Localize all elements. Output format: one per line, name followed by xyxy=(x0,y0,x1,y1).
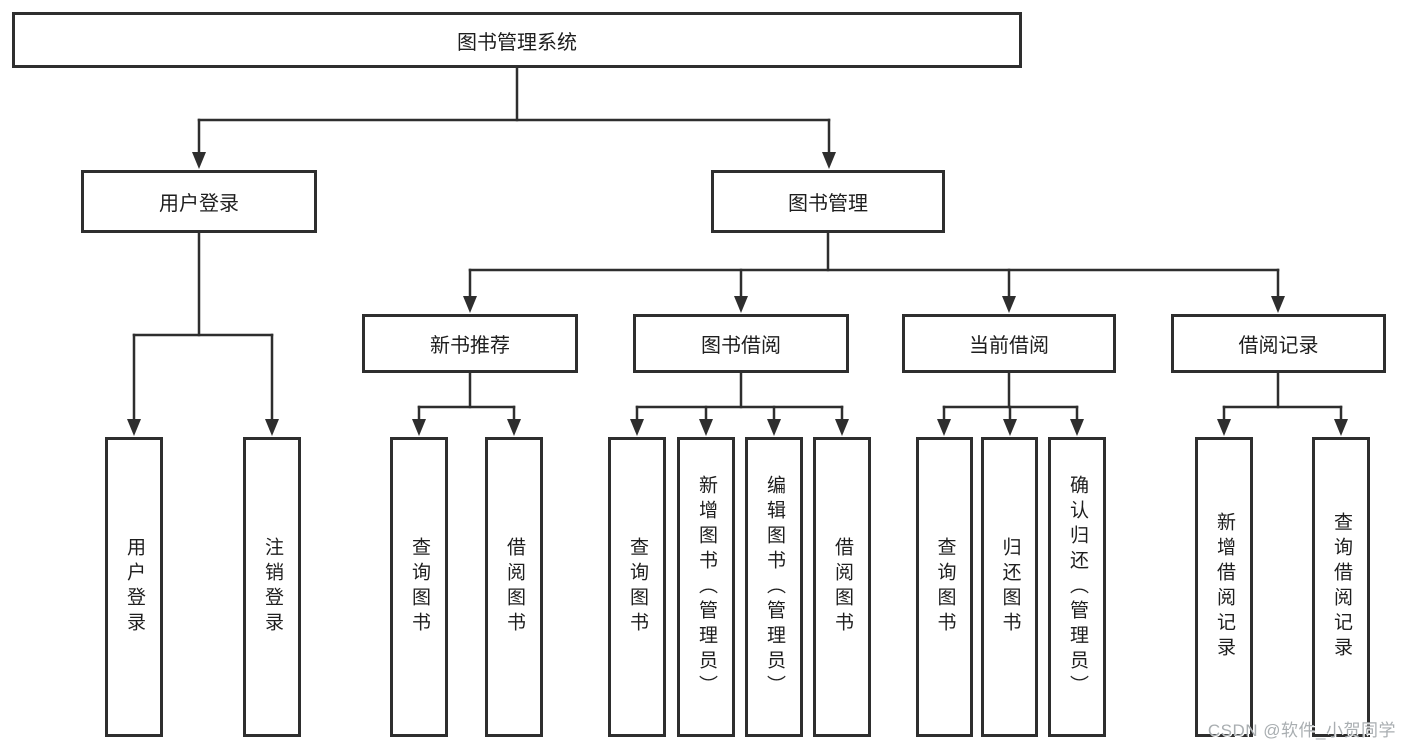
leaf-current-query-books: 查询图书 xyxy=(916,437,973,737)
leaf-return-books-label: 归还图书 xyxy=(999,537,1021,637)
leaf-logout: 注销登录 xyxy=(243,437,301,737)
leaf-query-borrow-record: 查询借阅记录 xyxy=(1312,437,1370,737)
leaf-query-borrow-record-label: 查询借阅记录 xyxy=(1330,512,1352,662)
node-new-book-recommend-label: 新书推荐 xyxy=(430,335,510,357)
csdn-watermark: CSDN @软件_小贺同学 xyxy=(1207,721,1396,740)
node-borrow-records: 借阅记录 xyxy=(1171,314,1386,373)
node-current-borrow-label: 当前借阅 xyxy=(969,335,1049,357)
node-book-management: 图书管理 xyxy=(711,170,945,233)
leaf-recommend-query-books: 查询图书 xyxy=(390,437,448,737)
node-book-borrow-label: 图书借阅 xyxy=(701,335,781,357)
leaf-add-borrow-record: 新增借阅记录 xyxy=(1195,437,1253,737)
leaf-current-query-books-label: 查询图书 xyxy=(934,537,956,637)
leaf-return-books: 归还图书 xyxy=(981,437,1038,737)
leaf-borrow-query-books: 查询图书 xyxy=(608,437,666,737)
leaf-user-login-label: 用户登录 xyxy=(123,537,145,637)
leaf-edit-books-admin: 编辑图书（管理员） xyxy=(745,437,803,737)
leaf-borrow-query-books-label: 查询图书 xyxy=(626,537,648,637)
leaf-recommend-borrow-books: 借阅图书 xyxy=(485,437,543,737)
leaf-borrow-books: 借阅图书 xyxy=(813,437,871,737)
node-book-management-label: 图书管理 xyxy=(788,193,868,215)
leaf-recommend-query-books-label: 查询图书 xyxy=(408,537,430,637)
node-user-login: 用户登录 xyxy=(81,170,317,233)
leaf-add-borrow-record-label: 新增借阅记录 xyxy=(1213,512,1235,662)
node-current-borrow: 当前借阅 xyxy=(902,314,1116,373)
leaf-edit-books-admin-label: 编辑图书（管理员） xyxy=(763,474,785,700)
node-book-borrow: 图书借阅 xyxy=(633,314,849,373)
node-new-book-recommend: 新书推荐 xyxy=(362,314,578,373)
leaf-logout-label: 注销登录 xyxy=(261,537,283,637)
leaf-confirm-return-admin-label: 确认归还（管理员） xyxy=(1066,474,1088,700)
node-root-system-label: 图书管理系统 xyxy=(457,31,577,54)
leaf-recommend-borrow-books-label: 借阅图书 xyxy=(503,537,525,637)
leaf-borrow-books-label: 借阅图书 xyxy=(831,537,853,637)
leaf-user-login: 用户登录 xyxy=(105,437,163,737)
node-root-system: 图书管理系统 xyxy=(12,12,1022,68)
node-borrow-records-label: 借阅记录 xyxy=(1238,335,1319,357)
arrowheads xyxy=(127,152,1348,436)
node-user-login-label: 用户登录 xyxy=(159,193,239,215)
leaf-confirm-return-admin: 确认归还（管理员） xyxy=(1048,437,1106,737)
leaf-add-books-admin: 新增图书（管理员） xyxy=(677,437,735,737)
leaf-add-books-admin-label: 新增图书（管理员） xyxy=(695,474,717,700)
